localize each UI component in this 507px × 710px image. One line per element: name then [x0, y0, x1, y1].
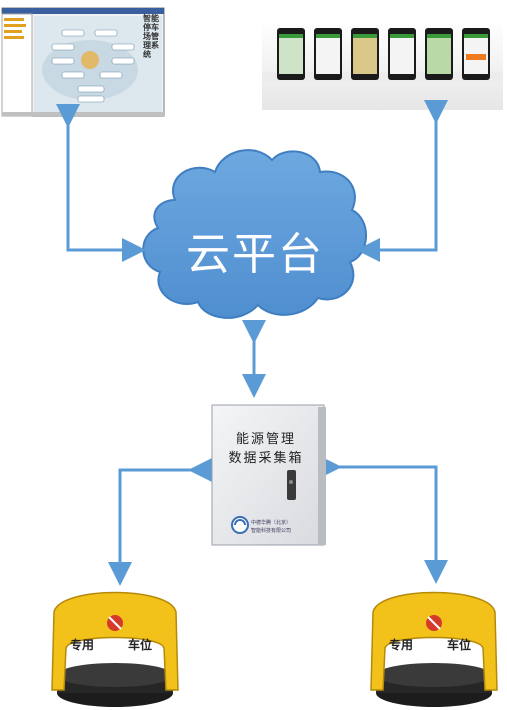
data-collection-box — [211, 404, 326, 546]
box-label-line2: 数据采集箱 — [228, 451, 304, 466]
arrow-software-cloud — [56, 104, 146, 262]
right-lock-text2: 车位 — [447, 638, 472, 652]
arrow-box-left-lock — [108, 458, 212, 586]
software-title: 智能停车场管理系统 — [143, 14, 159, 59]
phone-screens — [262, 20, 503, 110]
parking-lock-right — [370, 591, 498, 707]
arrow-phones-cloud — [356, 100, 448, 262]
arrow-box-right-lock — [318, 455, 448, 584]
box-label-line1: 能源管理 — [235, 432, 296, 447]
software-screenshot — [1, 7, 165, 117]
cloud-shape — [142, 149, 367, 319]
cloud-platform-label: 云平台 — [186, 229, 324, 280]
parking-lock-left — [51, 591, 179, 707]
box-company-line2: 智能科技有限公司 — [251, 528, 292, 534]
right-lock-text1: 专用 — [389, 638, 414, 652]
left-lock-text1: 专用 — [70, 638, 95, 652]
connector-arrows — [56, 100, 448, 586]
left-lock-text2: 车位 — [128, 638, 153, 652]
box-company-line1: 中德华腾（北京） — [251, 520, 292, 526]
